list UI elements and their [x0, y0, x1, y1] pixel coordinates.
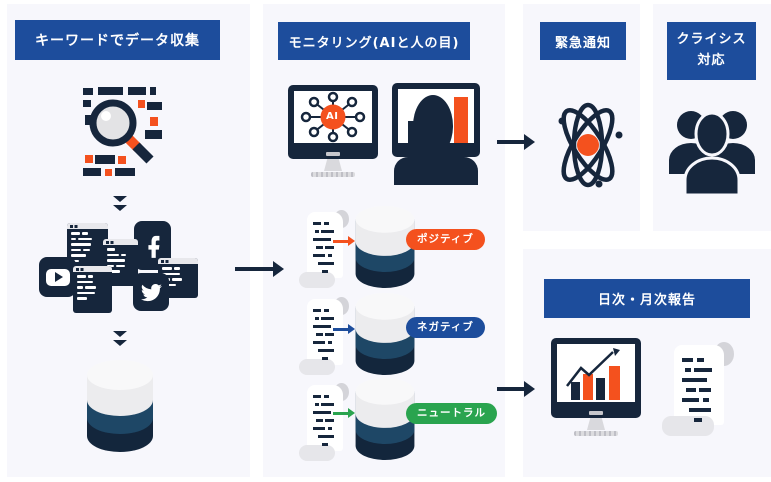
database-icon [87, 360, 153, 452]
person-head-icon [413, 95, 453, 157]
header-monitoring: モニタリング(AIと人の目) [278, 22, 470, 60]
scroll-document-icon [299, 297, 351, 377]
sentiment-badge-negative: ネガティブ [406, 317, 485, 338]
database-icon [353, 293, 417, 375]
database-icon [353, 378, 417, 460]
arrow-right-icon [235, 261, 284, 277]
sentiment-badge-positive: ポジティブ [406, 229, 485, 250]
ai-monitor-icon: AI [288, 85, 378, 159]
report-monitor-icon [551, 338, 641, 418]
database-icon [353, 206, 417, 288]
person-body-icon [394, 157, 478, 185]
header-crisis-line2: 対応 [697, 53, 726, 68]
arrow-right-icon [497, 134, 535, 150]
keyword-search-icon [83, 87, 162, 176]
monitor-stand [587, 418, 605, 430]
header-emergency-notice: 緊急通知 [540, 22, 626, 60]
arrow-right-icon [333, 324, 355, 334]
sentiment-badge-neutral: ニュートラル [406, 403, 497, 424]
arrow-right-icon [497, 381, 535, 397]
chevron-down-icon [113, 331, 127, 349]
header-crisis-response: クライシス 対応 [667, 22, 756, 80]
chevron-down-icon [113, 196, 127, 214]
arrow-right-icon [333, 236, 355, 246]
header-data-collection: キーワードでデータ収集 [15, 20, 220, 60]
twitter-icon [133, 273, 169, 311]
header-reporting: 日次・月次報告 [544, 279, 750, 318]
scroll-document-icon [299, 383, 351, 463]
header-monitoring-label: モニタリング(AIと人の目) [288, 35, 460, 51]
browser-window-icon [73, 266, 112, 313]
facebook-icon [134, 221, 171, 270]
monitor-base [574, 431, 618, 436]
monitor-base [311, 172, 355, 177]
ai-label: AI [326, 111, 339, 122]
report-scroll-icon [662, 342, 736, 438]
monitor-stand [324, 159, 342, 171]
header-data-collection-label: キーワードでデータ収集 [35, 33, 200, 49]
scroll-document-icon [299, 210, 351, 290]
crisis-team-icon [669, 111, 755, 195]
header-emergency-label: 緊急通知 [554, 35, 611, 51]
youtube-icon [39, 257, 76, 297]
arrow-right-icon [333, 408, 355, 418]
header-crisis-line1: クライシス [676, 32, 747, 48]
emergency-atom-icon [558, 102, 623, 188]
header-reporting-label: 日次・月次報告 [597, 293, 696, 308]
